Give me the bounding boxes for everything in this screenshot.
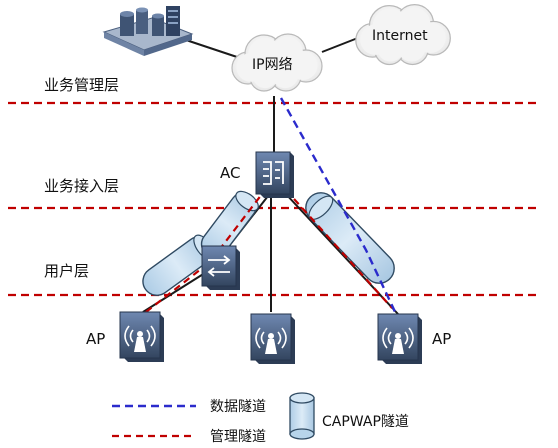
ac-label: AC	[220, 164, 240, 182]
data-tunnel-path	[279, 97, 398, 315]
wireless-ap-icon-left	[119, 311, 164, 362]
management-tunnel-right	[285, 189, 393, 309]
ap-right-label: AP	[432, 330, 451, 348]
ac-controller-icon	[255, 151, 294, 198]
capwap-tunnel-right	[305, 192, 395, 284]
capwap-cylinder-icon	[289, 392, 315, 440]
server-cluster-icon	[102, 6, 194, 56]
legend-mgmt-tunnel-label: 管理隧道	[210, 429, 266, 445]
ap-left-label: AP	[86, 330, 105, 348]
switch-icon	[201, 245, 240, 290]
layer-label-user: 用户层	[44, 262, 89, 280]
legend-data-tunnel-label: 数据隧道	[210, 399, 266, 415]
layer-label-management: 业务管理层	[44, 76, 119, 94]
wireless-ap-icon-middle	[250, 313, 295, 364]
legend-capwap-label: CAPWAP隧道	[322, 414, 409, 430]
layer-label-access: 业务接入层	[44, 177, 119, 195]
ip-network-label: IP网络	[252, 57, 293, 73]
wireless-ap-icon-right	[377, 313, 422, 364]
management-tunnel-path	[145, 193, 263, 313]
legend: 数据隧道 管理隧道 CAPWAP隧道	[112, 392, 409, 445]
internet-label: Internet	[372, 28, 428, 44]
